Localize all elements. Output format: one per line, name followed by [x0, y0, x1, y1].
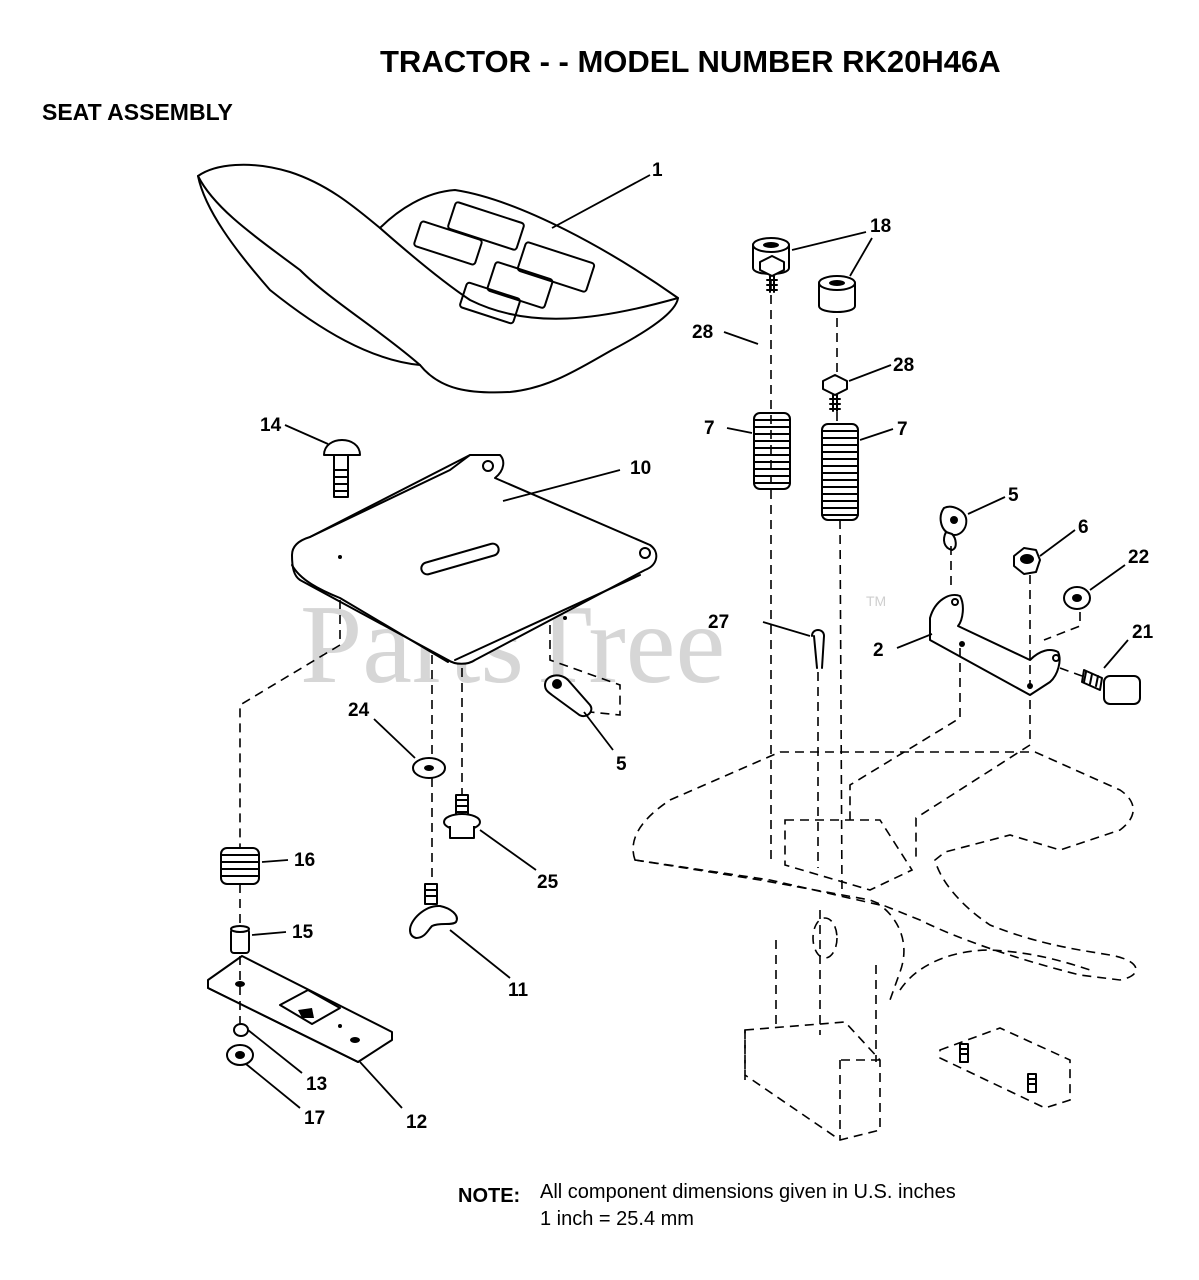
seat-pan — [291, 454, 658, 665]
seat-bracket — [929, 594, 1061, 696]
callout-28a: 28 — [692, 322, 713, 343]
callout-14: 14 — [260, 415, 282, 436]
seat-clip — [544, 674, 593, 718]
callout-2: 2 — [873, 640, 884, 661]
callout-17: 17 — [304, 1108, 325, 1129]
callout-25: 25 — [537, 872, 559, 893]
callout-12: 12 — [406, 1112, 427, 1133]
tractor-body — [632, 751, 1137, 1141]
hex-screw — [759, 255, 785, 293]
coil-spring — [753, 412, 791, 490]
seat-clip — [939, 505, 968, 551]
knob-bolt — [1081, 669, 1141, 705]
coil-spring — [821, 423, 859, 521]
seat — [197, 163, 679, 394]
watermark-tm: TM — [866, 593, 886, 609]
section-title: SEAT ASSEMBLY — [42, 99, 233, 125]
note-conversion: 1 inch = 25.4 mm — [540, 1208, 694, 1230]
mount-bolt — [959, 1043, 969, 1063]
callout-27: 27 — [708, 612, 729, 633]
adjustment-knob — [409, 883, 458, 939]
callout-16: 16 — [294, 850, 315, 871]
hitch-pin — [811, 629, 825, 669]
note-label: NOTE: — [458, 1185, 521, 1207]
knob-nut — [1063, 586, 1091, 610]
callout-24: 24 — [348, 700, 370, 721]
callout-13: 13 — [306, 1074, 327, 1095]
rubber-bumper — [818, 275, 856, 313]
hex-screw — [822, 374, 848, 412]
slide-plate — [207, 955, 393, 1063]
plate-nut — [233, 1023, 249, 1037]
callout-10: 10 — [630, 458, 651, 479]
callout-7a: 7 — [704, 418, 715, 439]
carriage-bolt — [323, 439, 361, 498]
shoulder-bolt — [443, 794, 481, 839]
hex-nut — [1013, 547, 1041, 575]
callout-1: 1 — [652, 160, 663, 181]
callout-5-right: 5 — [1008, 485, 1019, 506]
callouts: 1 18 28 28 7 7 14 10 5 6 22 27 2 21 24 5… — [260, 160, 1154, 1133]
leader-lines — [245, 174, 1129, 1109]
plate-washer — [226, 1044, 254, 1066]
flat-washer — [412, 757, 446, 779]
mount-bolt — [1027, 1073, 1037, 1093]
spacer — [230, 925, 250, 954]
assembly-lines — [239, 280, 1083, 1035]
callout-22: 22 — [1128, 547, 1149, 568]
page-title: TRACTOR - - MODEL NUMBER RK20H46A — [380, 44, 1001, 79]
callout-21: 21 — [1132, 622, 1154, 643]
callout-18: 18 — [870, 216, 891, 237]
note-text: All component dimensions given in U.S. i… — [540, 1181, 956, 1203]
callout-5-left: 5 — [616, 754, 627, 775]
spring — [220, 847, 260, 885]
callout-6: 6 — [1078, 517, 1089, 538]
callout-7b: 7 — [897, 419, 908, 440]
callout-28b: 28 — [893, 355, 914, 376]
callout-11: 11 — [508, 980, 529, 1001]
callout-15: 15 — [292, 922, 314, 943]
